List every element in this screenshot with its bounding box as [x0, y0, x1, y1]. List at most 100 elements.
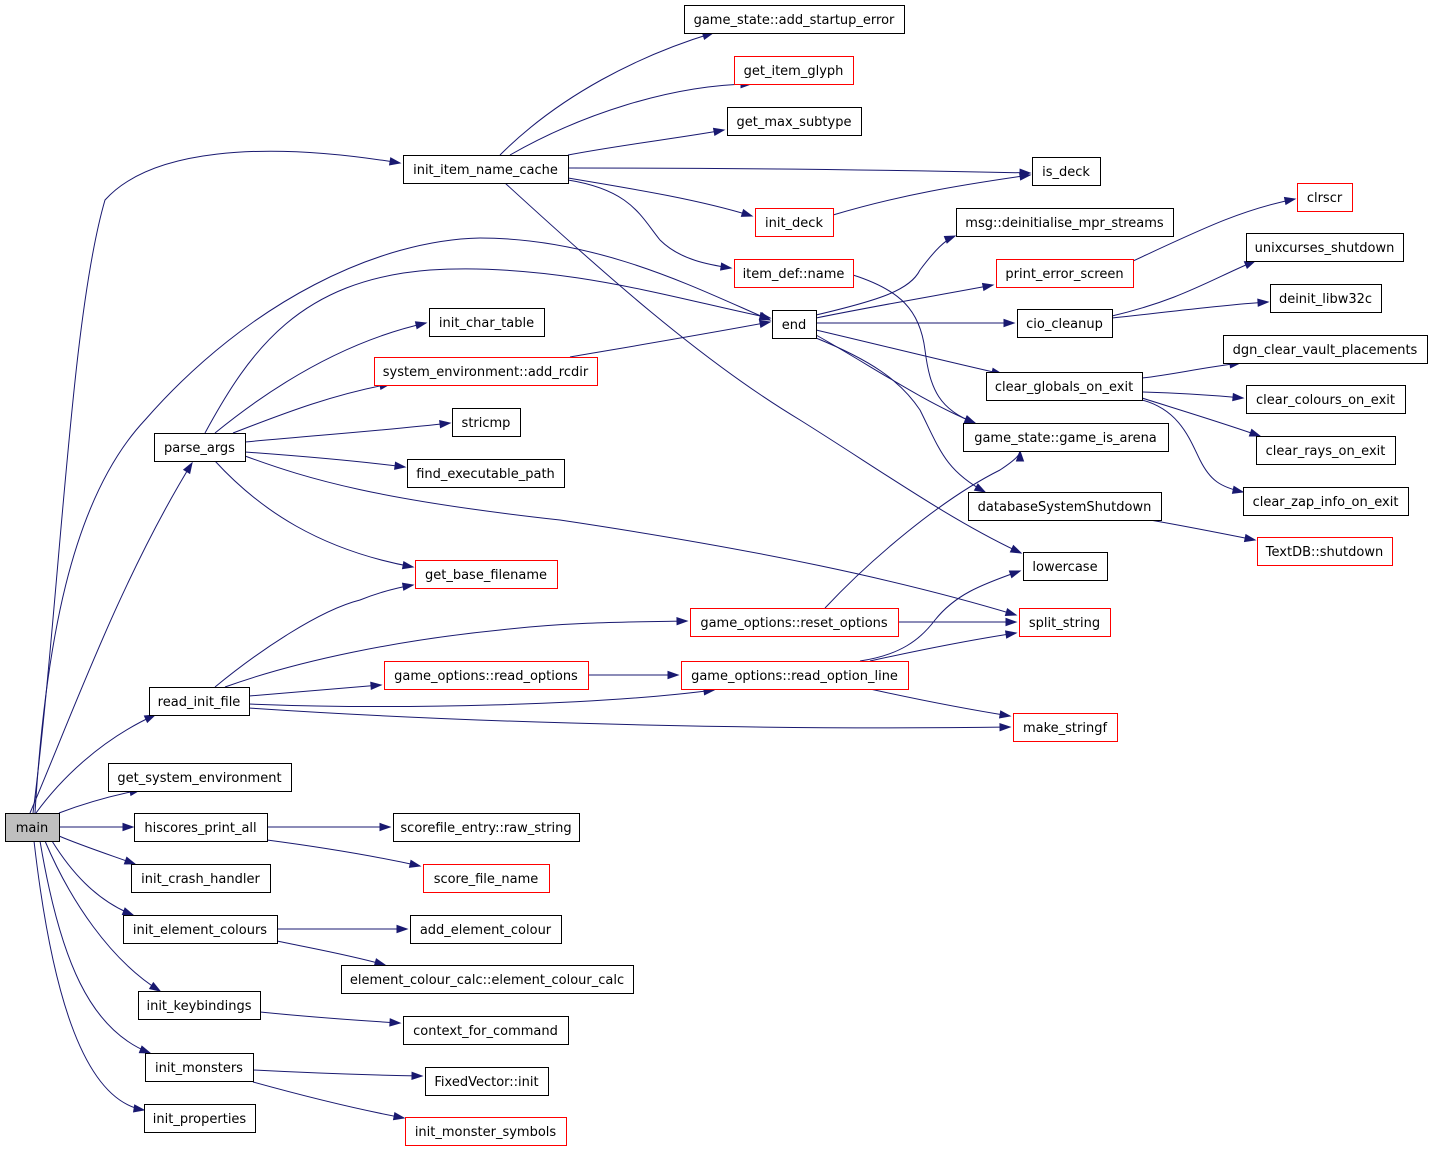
node-init-char-table[interactable]: init_char_table — [429, 308, 545, 337]
node-dgn-clear-vault-placements[interactable]: dgn_clear_vault_placements — [1223, 335, 1428, 364]
node-box[interactable] — [134, 813, 268, 842]
node-clear-zap-info-on-exit[interactable]: clear_zap_info_on_exit — [1243, 487, 1409, 516]
node-box[interactable] — [684, 5, 905, 34]
node-box[interactable] — [149, 687, 250, 716]
node-reset-options[interactable]: game_options::reset_options — [690, 608, 899, 637]
node-get-system-environment[interactable]: get_system_environment — [108, 763, 292, 792]
node-box[interactable] — [986, 372, 1143, 401]
node-box[interactable] — [108, 763, 292, 792]
node-box[interactable] — [131, 864, 271, 893]
node-box[interactable] — [393, 813, 580, 842]
node-read-options[interactable]: game_options::read_options — [384, 661, 589, 690]
node-init-crash-handler[interactable]: init_crash_handler — [131, 864, 271, 893]
node-end[interactable]: end — [772, 310, 817, 339]
node-init-deck[interactable]: init_deck — [755, 208, 834, 237]
node-clear-rays-on-exit[interactable]: clear_rays_on_exit — [1256, 436, 1396, 465]
node-msg-deinit[interactable]: msg::deinitialise_mpr_streams — [956, 208, 1174, 237]
node-box[interactable] — [429, 308, 545, 337]
node-box[interactable] — [1246, 385, 1406, 414]
node-box[interactable] — [403, 1016, 569, 1045]
node-box[interactable] — [5, 813, 60, 842]
node-unixcurses-shutdown[interactable]: unixcurses_shutdown — [1246, 233, 1404, 262]
node-box[interactable] — [410, 915, 562, 944]
node-box[interactable] — [1013, 713, 1118, 742]
node-box[interactable] — [734, 56, 854, 85]
node-clear-globals-on-exit[interactable]: clear_globals_on_exit — [986, 372, 1143, 401]
node-deinit-libw32c[interactable]: deinit_libw32c — [1270, 284, 1382, 313]
node-context-for-command[interactable]: context_for_command — [403, 1016, 569, 1045]
node-read-init-file[interactable]: read_init_file — [149, 687, 250, 716]
node-find-executable-path[interactable]: find_executable_path — [407, 459, 565, 488]
node-box[interactable] — [1246, 233, 1404, 262]
node-print-error-screen[interactable]: print_error_screen — [996, 259, 1134, 288]
node-box[interactable] — [405, 1117, 567, 1146]
node-split-string[interactable]: split_string — [1019, 608, 1111, 637]
node-box[interactable] — [681, 661, 909, 690]
node-clear-colours-on-exit[interactable]: clear_colours_on_exit — [1246, 385, 1406, 414]
node-box[interactable] — [968, 492, 1162, 521]
node-read-option-line[interactable]: game_options::read_option_line — [681, 661, 909, 690]
node-box[interactable] — [772, 310, 817, 339]
node-box[interactable] — [1257, 537, 1393, 566]
node-box[interactable] — [963, 423, 1169, 452]
node-box[interactable] — [425, 1067, 549, 1096]
node-init-monster-symbols[interactable]: init_monster_symbols — [405, 1117, 567, 1146]
node-box[interactable] — [452, 408, 521, 437]
node-box[interactable] — [1243, 487, 1409, 516]
node-box[interactable] — [1017, 309, 1113, 338]
node-box[interactable] — [384, 661, 589, 690]
node-parse-args[interactable]: parse_args — [154, 433, 246, 462]
node-box[interactable] — [1019, 608, 1111, 637]
node-box[interactable] — [1297, 183, 1353, 212]
node-lowercase[interactable]: lowercase — [1023, 552, 1108, 581]
node-raw-string[interactable]: scorefile_entry::raw_string — [393, 813, 580, 842]
node-box[interactable] — [374, 357, 598, 386]
node-box[interactable] — [1023, 552, 1108, 581]
node-box[interactable] — [755, 208, 834, 237]
node-add-rcdir[interactable]: system_environment::add_rcdir — [374, 357, 598, 386]
node-box[interactable] — [415, 560, 558, 589]
node-textdb-shutdown[interactable]: TextDB::shutdown — [1257, 537, 1393, 566]
node-fixedvector-init[interactable]: FixedVector::init — [425, 1067, 549, 1096]
node-box[interactable] — [727, 107, 862, 136]
node-box[interactable] — [423, 864, 550, 893]
node-main[interactable]: main — [5, 813, 60, 842]
node-init-properties[interactable]: init_properties — [144, 1104, 256, 1133]
node-element-colour-calc[interactable]: element_colour_calc::element_colour_calc — [341, 965, 634, 994]
node-box[interactable] — [1223, 335, 1428, 364]
node-box[interactable] — [734, 259, 854, 288]
node-box[interactable] — [144, 1104, 256, 1133]
node-get-item-glyph[interactable]: get_item_glyph — [734, 56, 854, 85]
node-item-def-name[interactable]: item_def::name — [734, 259, 854, 288]
node-init-element-colours[interactable]: init_element_colours — [123, 915, 278, 944]
node-is-deck[interactable]: is_deck — [1032, 157, 1101, 186]
node-make-stringf[interactable]: make_stringf — [1013, 713, 1118, 742]
node-stricmp[interactable]: stricmp — [452, 408, 521, 437]
node-box[interactable] — [1256, 436, 1396, 465]
node-get-max-subtype[interactable]: get_max_subtype — [727, 107, 862, 136]
node-add-element-colour[interactable]: add_element_colour — [410, 915, 562, 944]
node-box[interactable] — [145, 1053, 254, 1082]
node-box[interactable] — [407, 459, 565, 488]
node-cio-cleanup[interactable]: cio_cleanup — [1017, 309, 1113, 338]
node-add-startup-error[interactable]: game_state::add_startup_error — [684, 5, 905, 34]
node-hiscores-print-all[interactable]: hiscores_print_all — [134, 813, 268, 842]
node-box[interactable] — [1270, 284, 1382, 313]
node-clrscr[interactable]: clrscr — [1297, 183, 1353, 212]
node-init-item-name-cache[interactable]: init_item_name_cache — [403, 155, 569, 184]
node-box[interactable] — [403, 155, 569, 184]
node-box[interactable] — [956, 208, 1174, 237]
node-box[interactable] — [690, 608, 899, 637]
node-init-monsters[interactable]: init_monsters — [145, 1053, 254, 1082]
node-init-keybindings[interactable]: init_keybindings — [138, 991, 261, 1020]
node-get-base-filename[interactable]: get_base_filename — [415, 560, 558, 589]
node-databaseSystemShutdown[interactable]: databaseSystemShutdown — [968, 492, 1162, 521]
node-box[interactable] — [341, 965, 634, 994]
node-box[interactable] — [123, 915, 278, 944]
node-score-file-name[interactable]: score_file_name — [423, 864, 550, 893]
node-box[interactable] — [154, 433, 246, 462]
node-box[interactable] — [1032, 157, 1101, 186]
node-game-is-arena[interactable]: game_state::game_is_arena — [963, 423, 1169, 452]
node-box[interactable] — [996, 259, 1134, 288]
node-box[interactable] — [138, 991, 261, 1020]
